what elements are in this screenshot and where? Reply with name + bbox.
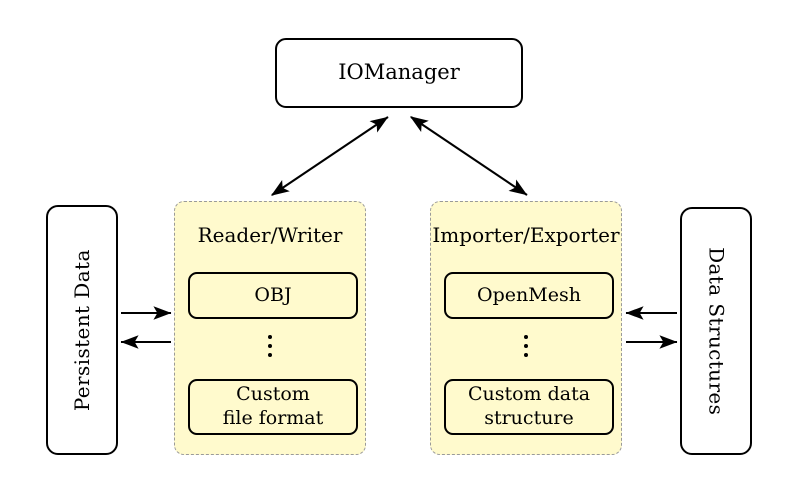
node-openmesh[interactable]: OpenMesh: [444, 272, 614, 319]
node-custom-data-structure-line1: Custom data: [467, 383, 591, 406]
node-obj[interactable]: OBJ: [188, 272, 358, 319]
ellipsis-dot: [524, 353, 528, 357]
ellipsis-dot: [268, 344, 272, 348]
node-persistent-data[interactable]: Persistent Data: [46, 205, 118, 455]
group-reader-writer-title: Reader/Writer: [197, 223, 343, 247]
node-custom-file-format-line1: Custom: [236, 383, 310, 406]
node-custom-file-format[interactable]: Custom file format: [188, 379, 358, 435]
connector-manager-importer-exporter: [409, 116, 528, 196]
node-data-structures-label: Data Structures: [704, 246, 729, 416]
group-importer-exporter-title: Importer/Exporter: [432, 223, 620, 247]
node-persistent-data-label: Persistent Data: [69, 249, 94, 411]
node-data-structures[interactable]: Data Structures: [680, 207, 752, 455]
connector-manager-reader-writer: [270, 116, 389, 196]
node-iomanager[interactable]: IOManager: [275, 38, 523, 108]
node-custom-data-structure-line2: structure: [484, 407, 574, 429]
node-custom-file-format-line2: file format: [222, 407, 324, 429]
node-custom-data-structure-label: Custom data structure: [468, 383, 590, 431]
ellipsis-dot: [268, 353, 272, 357]
group-reader-writer[interactable]: Reader/Writer OBJ Custom file format: [174, 201, 366, 455]
ellipsis-importer-exporter: [431, 330, 621, 362]
node-obj-label: OBJ: [254, 283, 292, 306]
node-custom-file-format-label: Custom file format: [223, 383, 324, 431]
node-openmesh-label: OpenMesh: [477, 283, 581, 306]
group-importer-exporter[interactable]: Importer/Exporter OpenMesh Custom data s…: [430, 201, 622, 455]
ellipsis-dot: [524, 344, 528, 348]
ellipsis-dot: [268, 335, 272, 339]
ellipsis-reader-writer: [175, 330, 365, 362]
node-custom-data-structure[interactable]: Custom data structure: [444, 379, 614, 435]
node-iomanager-label: IOManager: [338, 60, 460, 85]
ellipsis-dot: [524, 335, 528, 339]
